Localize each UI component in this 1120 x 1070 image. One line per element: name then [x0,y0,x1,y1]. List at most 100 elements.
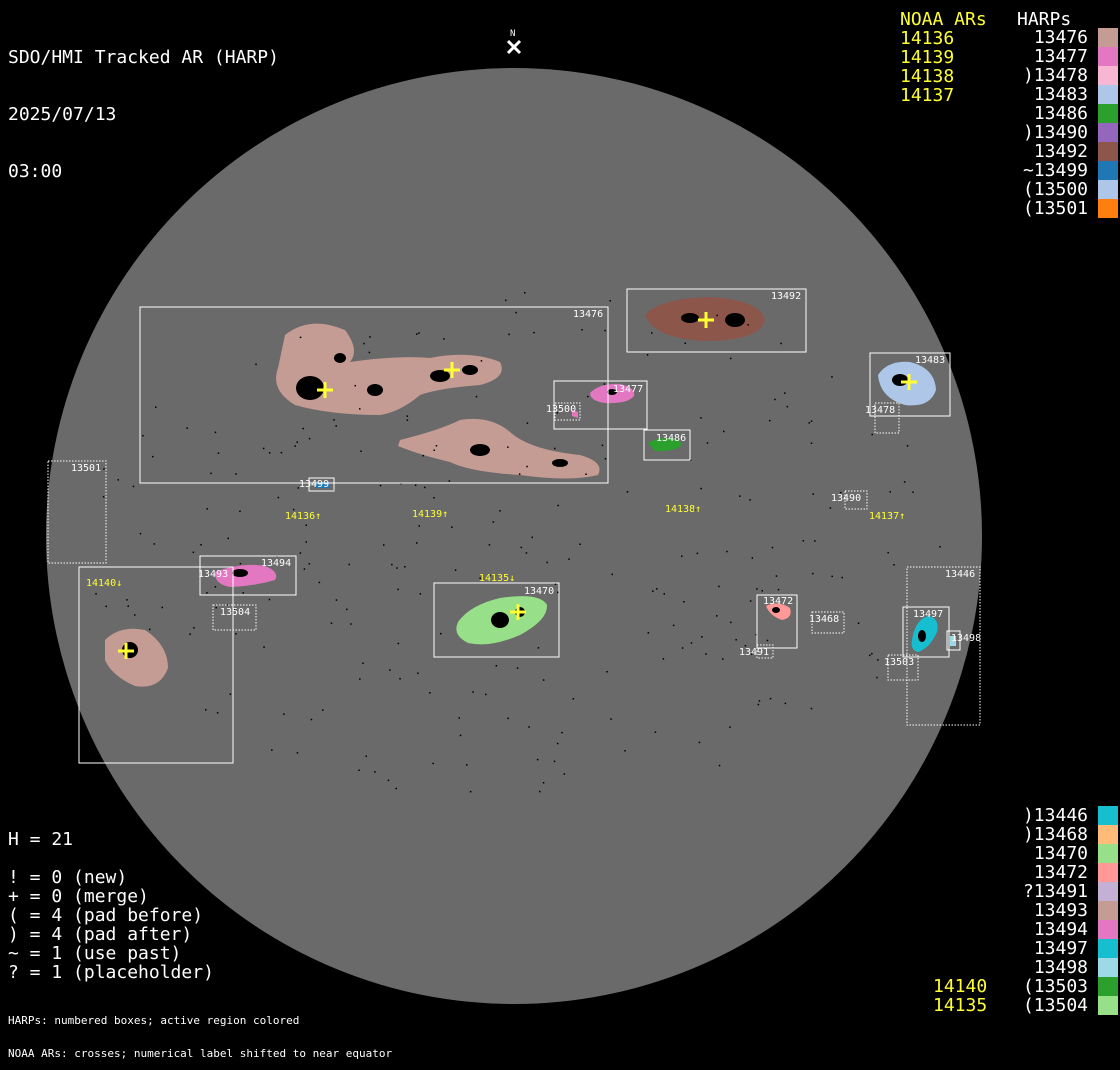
harp-legend-item: 13476 [1023,27,1118,48]
harp-color-swatch [1098,901,1118,920]
magnetic-speck [601,444,604,447]
harp-box-label: 13468 [809,614,839,625]
harp-legend-label: 13472 [1033,862,1088,883]
magnetic-speck [358,769,360,771]
magnetic-speck [466,764,468,766]
magnetic-speck [294,445,296,447]
magnetic-speck [299,336,302,339]
harp-box-label: 13499 [299,479,329,490]
harp-legend-label: 13486 [1033,103,1088,124]
noaa-cross-icon [118,643,134,659]
magnetic-speck [553,760,556,763]
harp-box [946,630,961,651]
magnetic-speck [472,691,474,693]
harp-box-label: 13501 [71,463,101,474]
magnetic-speck [303,568,306,570]
magnetic-speck [134,614,136,616]
magnetic-speck [756,588,758,590]
date: 2025/07/13 [8,104,117,125]
magnetic-speck [751,557,754,559]
harp-box [869,352,951,417]
magnetic-speck [368,351,371,354]
magnetic-speck [346,608,348,611]
magnetic-speck [374,771,376,773]
harp-box [756,594,798,649]
magnetic-speck [518,473,521,475]
harp-legend-item: )13490 [1023,122,1118,143]
magnetic-speck [780,342,782,345]
magnetic-speck [585,473,587,475]
magnetic-speck [603,383,606,385]
magnetic-speck [516,667,519,669]
sunspot [892,374,908,386]
magnetic-speck [871,652,873,655]
magnetic-speck [335,599,338,601]
magnetic-speck [810,442,813,444]
magnetic-speck [893,564,895,566]
magnetic-speck [784,702,787,705]
magnetic-speck [485,693,487,696]
magnetic-speck [479,577,481,579]
magnetic-speck [903,481,906,483]
magnetic-speck [193,627,195,629]
magnetic-speck [363,342,365,345]
magnetic-speck [839,491,842,494]
magnetic-speck [831,376,833,378]
noaa-region-label: 14139↑ [412,509,448,520]
magnetic-speck [537,647,540,649]
magnetic-speck [292,508,295,511]
magnetic-speck [348,563,350,566]
sunspot [367,384,383,396]
magnetic-speck [305,541,307,543]
magnetic-speck [698,741,701,744]
magnetic-speck [774,398,776,401]
noaa-legend-item: 14135 [933,995,988,1016]
magnetic-speck [458,717,460,719]
harp-legend-item: (13503 [1023,976,1118,997]
magnetic-speck [747,324,749,326]
footnote-noaa: NOAA ARs: crosses; numerical label shift… [8,1047,393,1060]
magnetic-speck [730,621,732,624]
sunspot [725,313,745,327]
magnetic-speck [422,454,424,457]
magnetic-speck [155,406,157,408]
noaa-cross-icon [317,382,333,398]
harp-color-swatch [1098,863,1118,882]
magnetic-speck [429,692,431,694]
magnetic-speck [693,509,696,511]
harp-box-label: 13494 [261,558,291,569]
magnetic-speck [755,633,757,636]
harp-color-swatch [1098,28,1118,47]
magnetic-speck [939,546,941,548]
noaa-legend-item: 14139 [900,47,955,68]
harp-legend-label: )13478 [1022,65,1088,86]
harp-box [139,306,609,484]
magnetic-speck [161,606,163,609]
magnetic-speck [235,633,237,635]
harp-box-label: 13500 [546,404,576,415]
magnetic-speck [542,782,545,784]
magnetic-speck [706,442,709,444]
magnetic-speck [554,447,556,450]
magnetic-speck [435,445,438,447]
harp-box [844,490,868,510]
magnetic-speck [802,540,805,542]
harp-box [756,644,774,659]
harp-legend-label: 13494 [1033,919,1088,940]
magnetic-speck [242,592,244,594]
harp-box [906,566,981,726]
noaa-legend-item: 14138 [900,66,955,87]
stats-line: ( = 4 (pad before) [8,905,204,926]
magnetic-speck [689,459,692,461]
stats-line: ~ = 1 (use past) [8,943,182,964]
magnetic-speck [360,450,362,452]
magnetic-speck [424,486,426,489]
noaa-region-label: 14138↑ [665,504,701,515]
magnetic-speck [383,544,385,546]
noaa-region-label: 14136↑ [285,511,321,522]
harp-legend-label: 13492 [1033,141,1088,162]
noaa-region-label: 14137↑ [869,511,905,522]
magnetic-speck [271,749,273,751]
magnetic-speck [139,532,142,535]
